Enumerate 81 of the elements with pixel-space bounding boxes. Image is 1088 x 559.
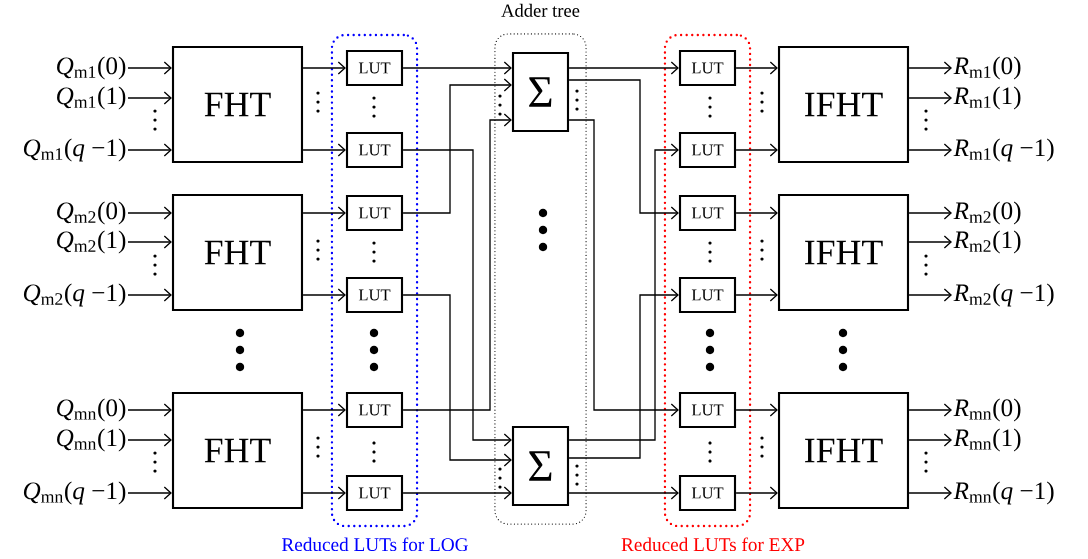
output-label: R$_{m1}$(1)	[953, 86, 1021, 110]
adder-box: Σ	[511, 425, 570, 507]
arrow	[735, 143, 778, 157]
arrow	[908, 61, 952, 75]
arrow	[302, 486, 346, 500]
transform-box: FHT	[171, 193, 304, 312]
group-label: Reduced LUTs for EXP	[621, 537, 805, 552]
arrow	[908, 206, 952, 220]
output-label: R$_{m1}$(q −1)	[953, 138, 1054, 162]
arrow	[735, 61, 778, 75]
arrow	[402, 486, 512, 500]
arrow	[127, 433, 172, 447]
adder-box: Σ	[511, 51, 570, 133]
arrow	[127, 143, 172, 157]
arrow	[127, 61, 172, 75]
input-label: Q$_{m1}$(q −1)	[23, 138, 126, 162]
arrow	[127, 91, 172, 105]
lut-box: LUT	[678, 276, 737, 314]
transform-box: FHT	[171, 45, 304, 164]
input-label: Q$_{mn}$(1)	[57, 428, 126, 452]
lut-box: LUT	[345, 391, 404, 429]
group-label: Adder tree	[501, 3, 580, 17]
transform-box: IFHT	[777, 45, 910, 164]
output-label: R$_{mn}$(q −1)	[953, 481, 1054, 505]
arrow	[735, 486, 778, 500]
arrow	[127, 403, 172, 417]
arrow	[735, 288, 778, 302]
input-label: Q$_{m1}$(1)	[57, 86, 126, 110]
group-label: Reduced LUTs for LOG	[282, 537, 468, 552]
output-label: R$_{m2}$(1)	[953, 230, 1021, 254]
lut-box: LUT	[678, 391, 737, 429]
arrow	[302, 288, 346, 302]
transform-box: IFHT	[777, 391, 910, 510]
lut-box: LUT	[345, 194, 404, 232]
input-label: Q$_{m1}$(0)	[57, 56, 126, 80]
input-label: Q$_{m2}$(0)	[57, 201, 126, 225]
lut-box: LUT	[678, 49, 737, 87]
arrow	[127, 288, 172, 302]
arrow	[402, 149, 512, 447]
arrow	[402, 61, 512, 75]
output-label: R$_{m2}$(0)	[953, 201, 1021, 225]
arrow	[402, 113, 512, 411]
lut-box: LUT	[678, 474, 737, 512]
lut-box: LUT	[678, 131, 737, 169]
input-label: Q$_{mn}$(q −1)	[23, 481, 126, 505]
lut-box: LUT	[345, 131, 404, 169]
arrow	[568, 486, 679, 500]
arrow	[908, 288, 952, 302]
input-label: Q$_{m2}$(q −1)	[23, 283, 126, 307]
transform-box: IFHT	[777, 193, 910, 312]
arrow	[908, 403, 952, 417]
output-label: R$_{mn}$(1)	[953, 428, 1021, 452]
lut-box: LUT	[678, 194, 737, 232]
output-label: R$_{m1}$(0)	[953, 56, 1021, 80]
input-label: Q$_{m2}$(1)	[57, 230, 126, 254]
arrow	[402, 78, 512, 214]
arrow	[735, 206, 778, 220]
arrow	[568, 288, 679, 459]
arrow	[908, 433, 952, 447]
arrow	[568, 61, 679, 75]
arrow	[127, 206, 172, 220]
arrow	[735, 403, 778, 417]
arrow	[908, 486, 952, 500]
output-label: R$_{m2}$(q −1)	[953, 283, 1054, 307]
arrow	[302, 403, 346, 417]
transform-box: FHT	[171, 391, 304, 510]
arrow	[127, 235, 172, 249]
arrow	[568, 79, 679, 220]
output-label: R$_{mn}$(0)	[953, 398, 1021, 422]
arrow	[908, 143, 952, 157]
arrow	[127, 486, 172, 500]
arrow	[402, 294, 512, 467]
arrow	[302, 61, 346, 75]
arrow	[302, 143, 346, 157]
arrow	[908, 235, 952, 249]
arrow	[908, 91, 952, 105]
lut-box: LUT	[345, 276, 404, 314]
arrow	[302, 206, 346, 220]
lut-box: LUT	[345, 474, 404, 512]
lut-box: LUT	[345, 49, 404, 87]
input-label: Q$_{mn}$(0)	[57, 398, 126, 422]
